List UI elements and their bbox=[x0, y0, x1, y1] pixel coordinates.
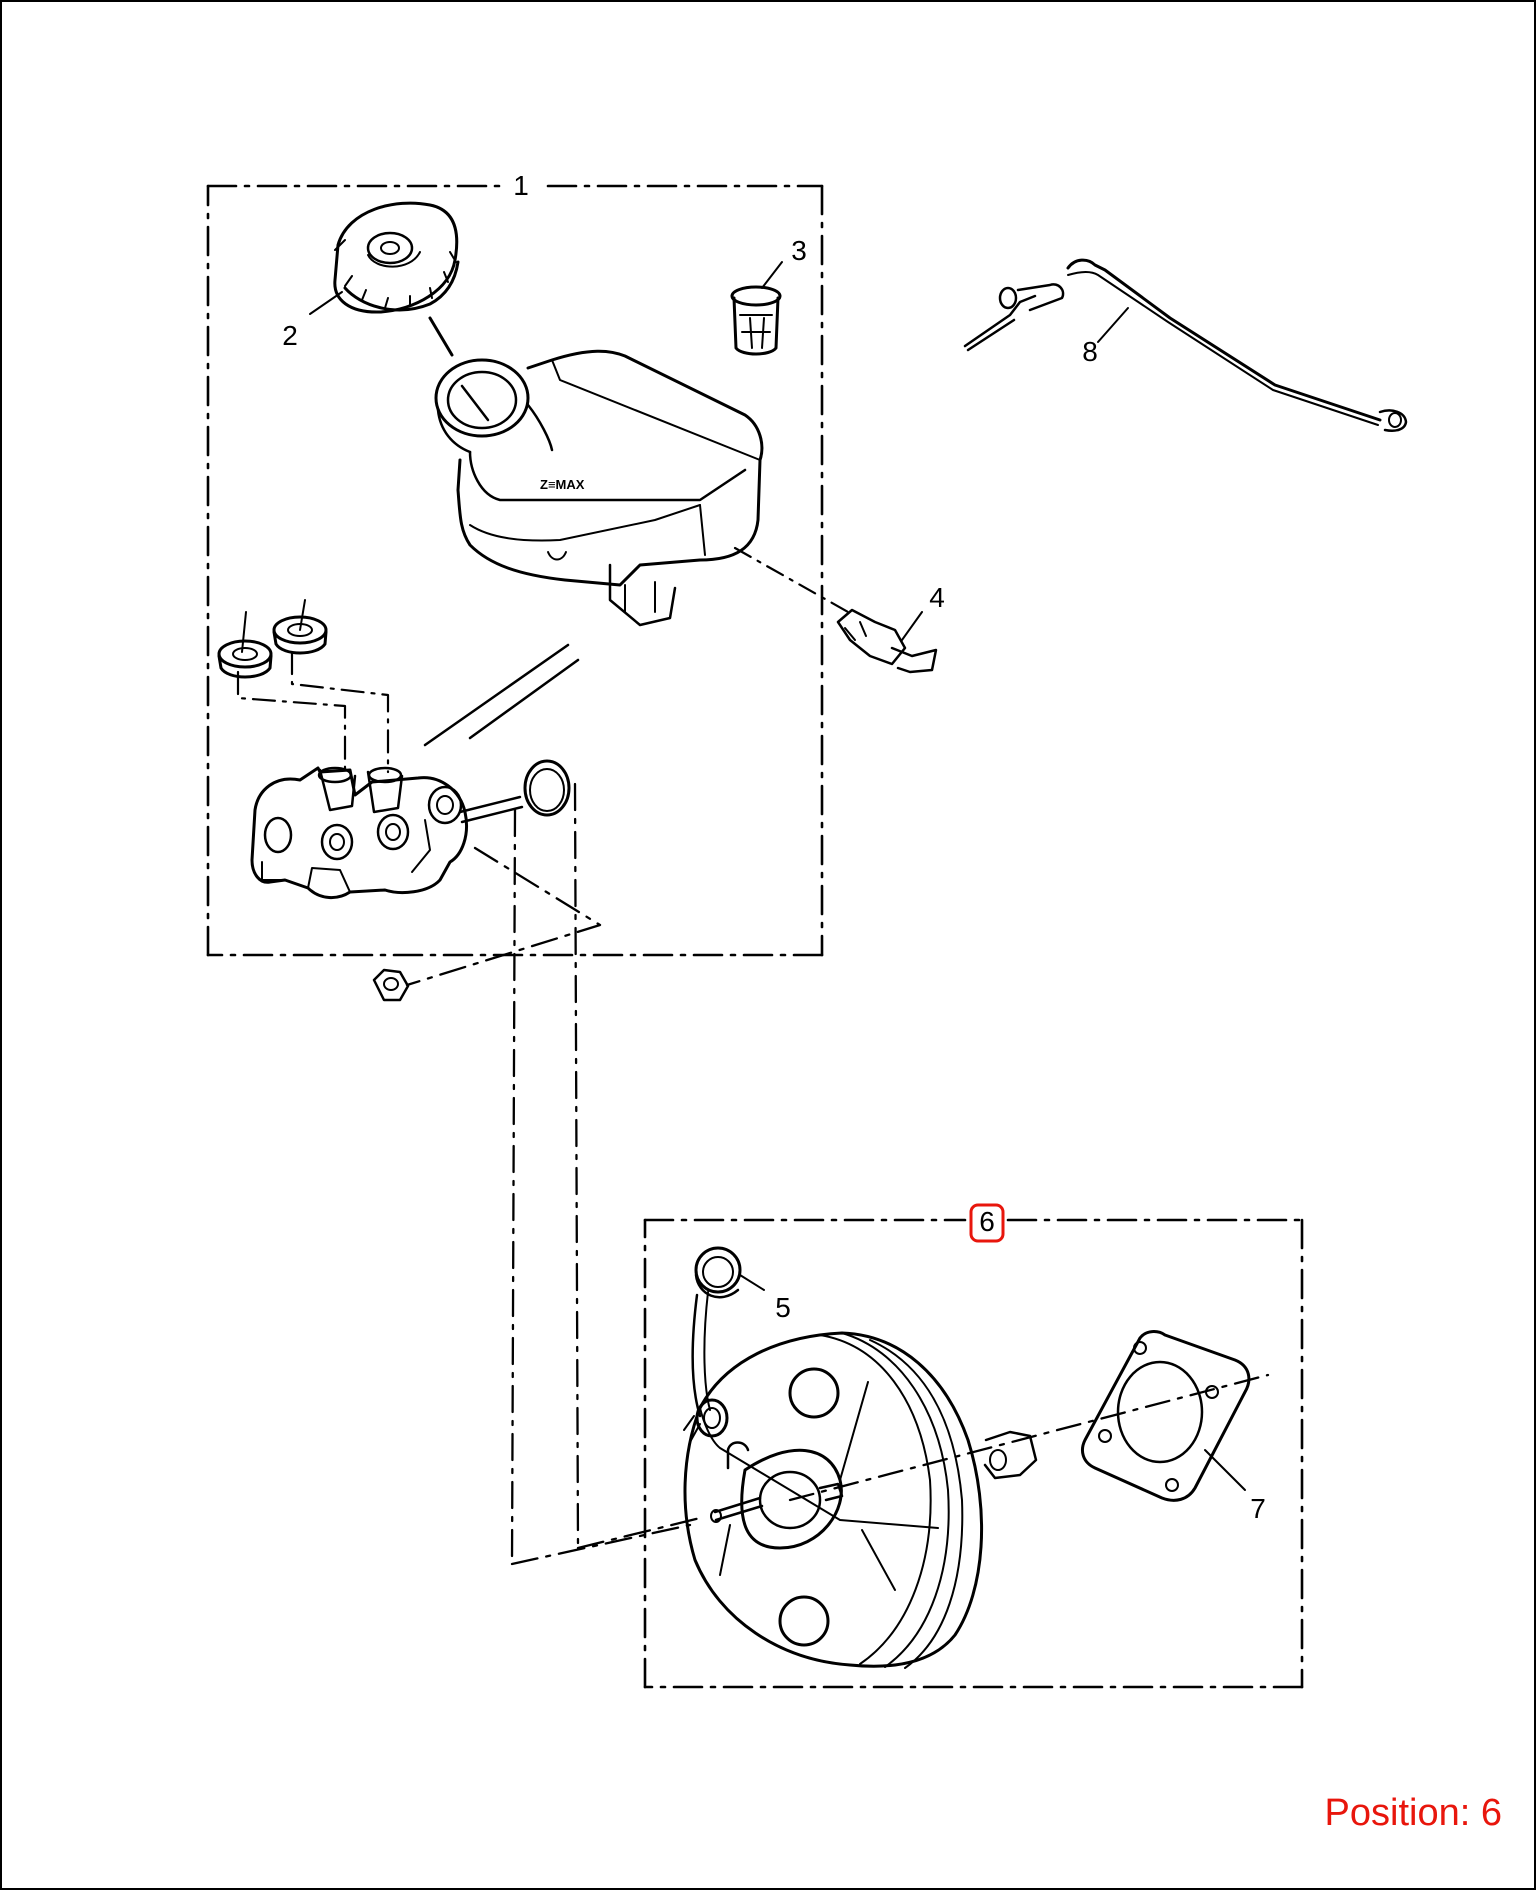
callout-3[interactable]: 3 bbox=[791, 235, 807, 266]
assembly-line-a bbox=[423, 643, 570, 747]
group-6-box bbox=[643, 1218, 1304, 1689]
position-value: 6 bbox=[1480, 1792, 1502, 1834]
master-cylinder[interactable] bbox=[250, 766, 524, 899]
reservoir-seals[interactable] bbox=[217, 599, 328, 679]
assembly-line-b bbox=[468, 658, 580, 740]
brake-booster[interactable] bbox=[683, 1291, 1038, 1669]
selected-callout-highlight bbox=[969, 1203, 1005, 1243]
seal-leader-lines bbox=[236, 650, 390, 774]
booster-gasket[interactable] bbox=[1081, 1330, 1251, 1502]
booster-axis-line bbox=[788, 1373, 1270, 1502]
cylinder-to-booster-lines bbox=[405, 782, 602, 1566]
callout-8[interactable]: 8 bbox=[1082, 336, 1098, 367]
callout-leaders bbox=[309, 261, 1246, 1491]
position-label: Position: bbox=[1324, 1792, 1471, 1834]
callout-5[interactable]: 5 bbox=[775, 1292, 791, 1323]
stud-line-b bbox=[576, 1516, 702, 1550]
callout-7[interactable]: 7 bbox=[1250, 1493, 1266, 1524]
reservoir-max-mark: Z≡MAX bbox=[540, 477, 585, 492]
reservoir-cap[interactable] bbox=[333, 201, 460, 314]
o-ring-seal[interactable] bbox=[523, 759, 571, 817]
booster-grommet[interactable] bbox=[694, 1246, 742, 1299]
brake-pipe[interactable] bbox=[963, 258, 1408, 432]
callout-6[interactable]: 6 bbox=[979, 1206, 995, 1237]
stud-line-a bbox=[510, 1523, 692, 1566]
callout-4[interactable]: 4 bbox=[929, 582, 945, 613]
cap-assembly-line bbox=[428, 316, 454, 357]
callout-2[interactable]: 2 bbox=[282, 320, 298, 351]
sensor-connection-line bbox=[733, 546, 850, 614]
reservoir-center-line bbox=[460, 384, 490, 422]
level-sensor[interactable] bbox=[836, 608, 938, 674]
filter-strainer[interactable] bbox=[730, 285, 782, 356]
position-readout: Position: 6 bbox=[1325, 1794, 1502, 1832]
brake-fluid-reservoir[interactable]: Z≡MAX bbox=[434, 349, 764, 627]
callout-1[interactable]: 1 bbox=[513, 170, 529, 201]
hex-nut[interactable] bbox=[372, 968, 410, 1002]
